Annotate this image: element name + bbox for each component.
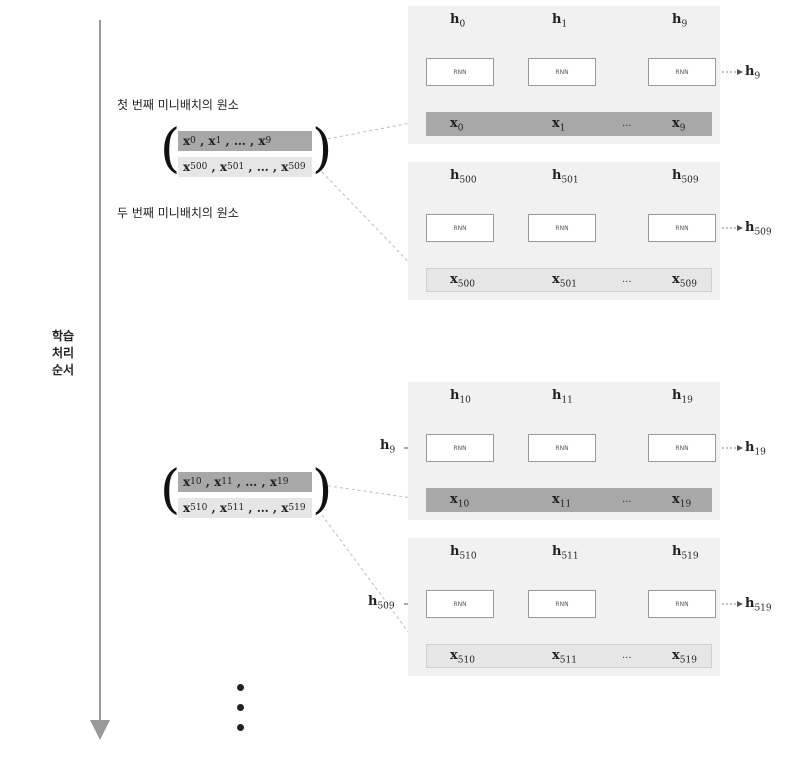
input-label: x19 — [672, 492, 692, 510]
hidden-state-label: h509 — [672, 168, 699, 186]
rnn-cell: RNN — [426, 58, 494, 86]
hidden-state-label: h519 — [672, 544, 699, 562]
input-label: x9 — [672, 116, 686, 134]
right-paren: ) — [312, 460, 333, 520]
input-label: x511 — [552, 648, 577, 666]
hidden-state-label: h500 — [450, 168, 477, 186]
ellipsis: ... — [622, 650, 632, 661]
input-label: x501 — [552, 272, 577, 290]
rnn-cell: RNN — [648, 58, 716, 86]
order-axis-text: 학습 처리 순서 — [52, 329, 75, 377]
rnn-cell: RNN — [426, 590, 494, 618]
input-sequence-strip — [426, 488, 712, 512]
hidden-state-label: h510 — [450, 544, 477, 562]
continuation-dot — [237, 684, 244, 691]
rnn-cell: RNN — [528, 58, 596, 86]
input-label: x510 — [450, 648, 475, 666]
output-hidden-label: h9 — [745, 64, 761, 82]
rnn-cell: RNN — [528, 590, 596, 618]
rnn-cell: RNN — [648, 214, 716, 242]
hidden-state-label: h10 — [450, 388, 471, 406]
input-label: x500 — [450, 272, 475, 290]
input-sequence-strip — [426, 112, 712, 136]
rnn-cell: RNN — [528, 434, 596, 462]
continuation-dot — [237, 704, 244, 711]
input-label: x1 — [552, 116, 566, 134]
ellipsis: ... — [622, 274, 632, 285]
rnn-cell: RNN — [426, 214, 494, 242]
input-hidden-label: h509 — [368, 594, 395, 612]
input-label: x509 — [672, 272, 697, 290]
hidden-state-label: h9 — [672, 12, 688, 30]
left-paren: ( — [160, 460, 181, 520]
order-axis-label: 학습 처리 순서 — [52, 328, 74, 379]
hidden-state-label: h11 — [552, 388, 573, 406]
hidden-state-label: h19 — [672, 388, 693, 406]
ellipsis: ... — [622, 494, 632, 505]
hidden-state-label: h501 — [552, 168, 579, 186]
hidden-state-label: h0 — [450, 12, 466, 30]
input-label: x0 — [450, 116, 464, 134]
caption-first-minibatch: 첫 번째 미니배치의 원소 — [117, 98, 239, 112]
input-hidden-label: h9 — [380, 438, 396, 456]
rnn-cell: RNN — [426, 434, 494, 462]
right-paren: ) — [312, 119, 333, 179]
left-paren: ( — [160, 119, 181, 179]
input-label: x11 — [552, 492, 572, 510]
input-label: x10 — [450, 492, 470, 510]
caption-second-minibatch: 두 번째 미니배치의 원소 — [117, 206, 239, 220]
output-hidden-label: h19 — [745, 440, 766, 458]
hidden-state-label: h511 — [552, 544, 579, 562]
rnn-cell: RNN — [648, 590, 716, 618]
output-hidden-label: h519 — [745, 596, 772, 614]
output-hidden-label: h509 — [745, 220, 772, 238]
input-label: x519 — [672, 648, 697, 666]
input-sequence-strip — [426, 268, 712, 292]
rnn-cell: RNN — [528, 214, 596, 242]
connector-mb1-row2 — [321, 171, 427, 281]
hidden-state-label: h1 — [552, 12, 568, 30]
input-sequence-strip — [426, 644, 712, 668]
continuation-dot — [237, 724, 244, 731]
rnn-cell: RNN — [648, 434, 716, 462]
ellipsis: ... — [622, 118, 632, 129]
